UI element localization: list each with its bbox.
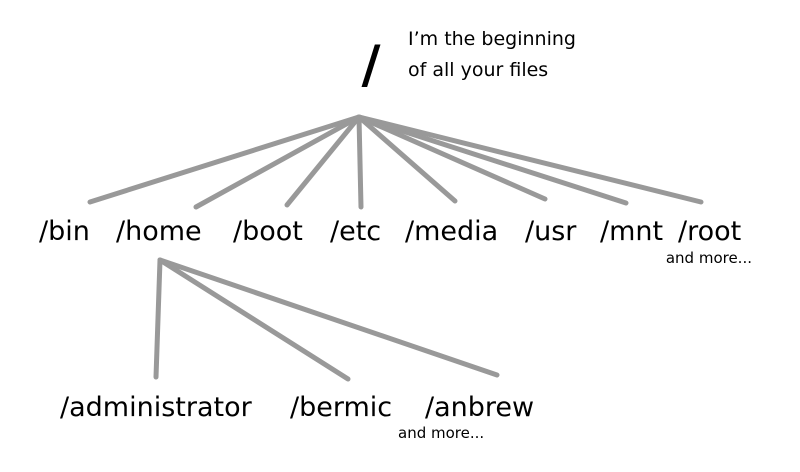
dir-root: /root xyxy=(678,216,741,247)
dir-bermic: /bermic xyxy=(290,392,392,423)
dir-administrator: /administrator xyxy=(60,392,253,423)
dir-etc: /etc xyxy=(330,216,381,247)
level2-more-note: and more... xyxy=(398,424,484,442)
dir-usr: /usr xyxy=(525,216,577,247)
edge-root-mnt xyxy=(356,114,629,206)
edge-home-administrator xyxy=(153,257,163,380)
edge-root-root xyxy=(356,114,704,205)
root-edges xyxy=(87,114,704,210)
dir-media: /media xyxy=(405,216,498,247)
root-caption-line-1: I’m the beginning xyxy=(408,28,576,50)
edge-root-etc xyxy=(356,114,364,210)
root-directory-label: / xyxy=(362,35,381,95)
home-edges xyxy=(153,257,500,382)
level1-directories: /bin /home /boot /etc /media /usr /mnt /… xyxy=(39,216,741,247)
dir-mnt: /mnt xyxy=(600,216,663,247)
level2-directories: /administrator /bermic /anbrew xyxy=(60,392,534,423)
edge-root-bin xyxy=(87,114,362,205)
edge-root-boot xyxy=(284,114,362,208)
dir-bin: /bin xyxy=(39,216,90,247)
dir-boot: /boot xyxy=(233,216,303,247)
root-caption-line-2: of all your files xyxy=(408,59,548,81)
dir-anbrew: /anbrew xyxy=(425,392,534,423)
edge-home-anbrew xyxy=(157,257,500,378)
dir-home: /home xyxy=(116,216,202,247)
edge-root-home xyxy=(193,114,362,210)
edge-home-bermic xyxy=(157,257,351,382)
edge-root-media xyxy=(356,114,458,204)
level1-more-note: and more... xyxy=(666,249,752,267)
edge-root-usr xyxy=(356,114,548,202)
